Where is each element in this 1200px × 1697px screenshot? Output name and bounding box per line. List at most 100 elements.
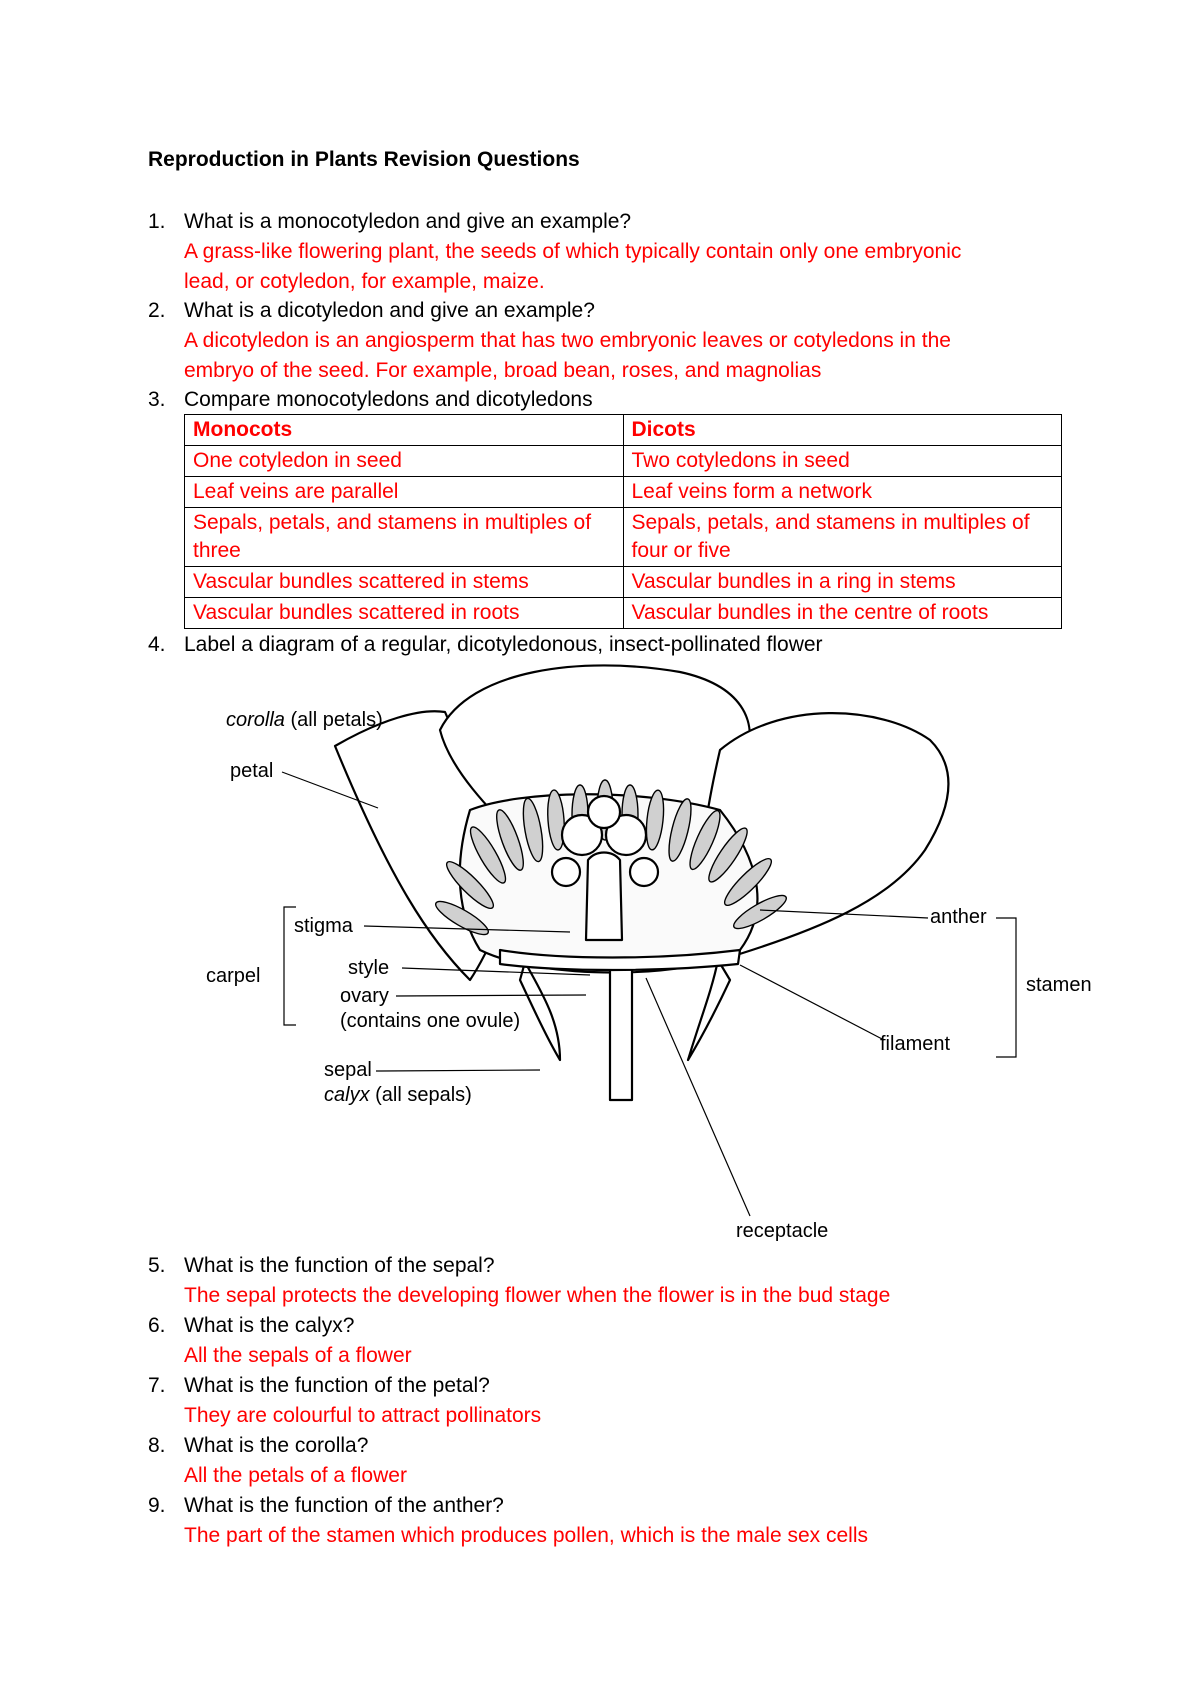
flower-illustration <box>333 664 950 1102</box>
table-cell: Vascular bundles in the centre of roots <box>622 597 1062 629</box>
table-cell: Vascular bundles in a ring in stems <box>622 566 1062 598</box>
question-text: What is the function of the sepal? <box>184 1254 495 1277</box>
answer-line: lead, or cotyledon, for example, maize. <box>184 270 545 293</box>
answer-8: All the petals of a flower <box>184 1461 1064 1491</box>
label-sepal: sepal <box>324 1059 372 1081</box>
stem <box>608 958 634 1102</box>
label-calyx: calyx (all sepals) <box>324 1084 472 1106</box>
label-stamen: stamen <box>1026 974 1092 996</box>
carpel-head <box>560 813 604 857</box>
question-number: 9. <box>148 1494 166 1517</box>
label-corolla: corolla (all petals) <box>226 709 383 731</box>
answer-line: They are colourful to attract pollinator… <box>184 1404 542 1427</box>
anther-shape <box>689 809 721 871</box>
question-number: 6. <box>148 1314 166 1337</box>
anther-shape <box>708 827 748 883</box>
label-ovary-note: (contains one ovule) <box>340 1010 520 1032</box>
anther-shape <box>668 798 692 862</box>
answer-2: A dicotyledon is an angiosperm that has … <box>184 326 1064 386</box>
question-text: What is the calyx? <box>184 1314 355 1337</box>
carpel-head <box>586 794 622 830</box>
answer-line: embryo of the seed. For example, broad b… <box>184 359 822 382</box>
table-cell: Leaf veins form a network <box>622 476 1062 508</box>
anther-shape <box>469 826 507 884</box>
carpel-head <box>550 856 582 888</box>
bracket-stamen <box>996 917 1017 1058</box>
label-receptacle: receptacle <box>736 1220 828 1242</box>
question-number: 4. <box>148 633 166 656</box>
anther-shape <box>496 809 524 871</box>
question-text: Label a diagram of a regular, dicotyledo… <box>184 633 823 656</box>
anther-shape <box>445 860 495 910</box>
table-row: Leaf veins are parallel Leaf veins form … <box>184 476 1062 508</box>
label-carpel: carpel <box>206 965 260 987</box>
anther-shape <box>645 789 665 851</box>
label-corolla-rest: (all petals) <box>285 709 383 731</box>
label-filament: filament <box>880 1033 950 1055</box>
question-text: Compare monocotyledons and dicotyledons <box>184 388 593 411</box>
label-stigma: stigma <box>294 915 354 937</box>
question-text: What is the corolla? <box>184 1434 369 1457</box>
answer-6: All the sepals of a flower <box>184 1341 1064 1371</box>
label-style: style <box>348 957 389 979</box>
question-number: 1. <box>148 210 166 233</box>
answer-line: A grass-like flowering plant, the seeds … <box>184 240 962 263</box>
question-text: What is a dicotyledon and give an exampl… <box>184 299 595 322</box>
pointer-anther <box>759 909 929 919</box>
pointer-receptacle <box>645 977 751 1217</box>
anther-shape <box>733 894 787 930</box>
question-text: What is the function of the anther? <box>184 1494 504 1517</box>
table-cell: Leaf veins are parallel <box>184 476 624 508</box>
table-row: Sepals, petals, and stamens in multiples… <box>184 507 1062 567</box>
answer-1: A grass-like flowering plant, the seeds … <box>184 237 1064 297</box>
question-text: What is a monocotyledon and give an exam… <box>184 210 632 233</box>
table-cell: Vascular bundles scattered in roots <box>184 597 624 629</box>
label-corolla-italic: corolla <box>226 709 285 731</box>
anther-shape <box>723 857 773 907</box>
label-calyx-rest: (all sepals) <box>370 1084 472 1106</box>
label-petal: petal <box>230 760 273 782</box>
question-number: 3. <box>148 388 166 411</box>
left-sepal <box>518 960 562 1062</box>
flower-diagram: corolla (all petals) petal stigma carpel… <box>206 664 1092 1242</box>
table-cell: Sepals, petals, and stamens in multiples… <box>184 507 624 567</box>
anther-shape <box>435 900 489 936</box>
pointer-sepal <box>375 1069 541 1072</box>
question-number: 7. <box>148 1374 166 1397</box>
carpel-head <box>628 856 660 888</box>
pointer-filament <box>739 964 885 1041</box>
answer-7: They are colourful to attract pollinator… <box>184 1401 1064 1431</box>
anther-shape <box>522 797 544 863</box>
label-anther: anther <box>930 906 987 928</box>
table-header: Dicots <box>622 414 1062 446</box>
label-calyx-italic: calyx <box>324 1084 371 1106</box>
bracket-carpel <box>283 906 296 1026</box>
answer-5: The sepal protects the developing flower… <box>184 1281 1064 1311</box>
pointer-ovary <box>395 994 587 997</box>
label-ovary: ovary <box>340 985 389 1007</box>
receptacle-shape <box>584 851 624 942</box>
table-header-row: Monocots Dicots <box>184 414 1062 446</box>
table-row: Vascular bundles scattered in stems Vasc… <box>184 566 1062 598</box>
pointer-petal <box>281 771 379 809</box>
answer-9: The part of the stamen which produces po… <box>184 1521 1064 1551</box>
comparison-table: Monocots Dicots One cotyledon in seed Tw… <box>184 414 1062 629</box>
table-cell: Vascular bundles scattered in stems <box>184 566 624 598</box>
carpel-head <box>604 813 648 857</box>
table-cell: Two cotyledons in seed <box>622 445 1062 477</box>
pointer-stigma <box>363 925 571 933</box>
answer-line: A dicotyledon is an angiosperm that has … <box>184 329 951 352</box>
receptacle-base <box>498 948 742 972</box>
question-number: 8. <box>148 1434 166 1457</box>
right-sepal <box>686 958 732 1062</box>
answer-line: The sepal protects the developing flower… <box>184 1284 891 1307</box>
answer-line: All the sepals of a flower <box>184 1344 412 1367</box>
table-row: Vascular bundles scattered in roots Vasc… <box>184 597 1062 629</box>
question-number: 5. <box>148 1254 166 1277</box>
pointer-style <box>401 967 591 976</box>
table-cell: Sepals, petals, and stamens in multiples… <box>622 507 1062 567</box>
page-title: Reproduction in Plants Revision Question… <box>148 148 580 171</box>
question-number: 2. <box>148 299 166 322</box>
table-cell: One cotyledon in seed <box>184 445 624 477</box>
anther-shape <box>547 789 565 851</box>
